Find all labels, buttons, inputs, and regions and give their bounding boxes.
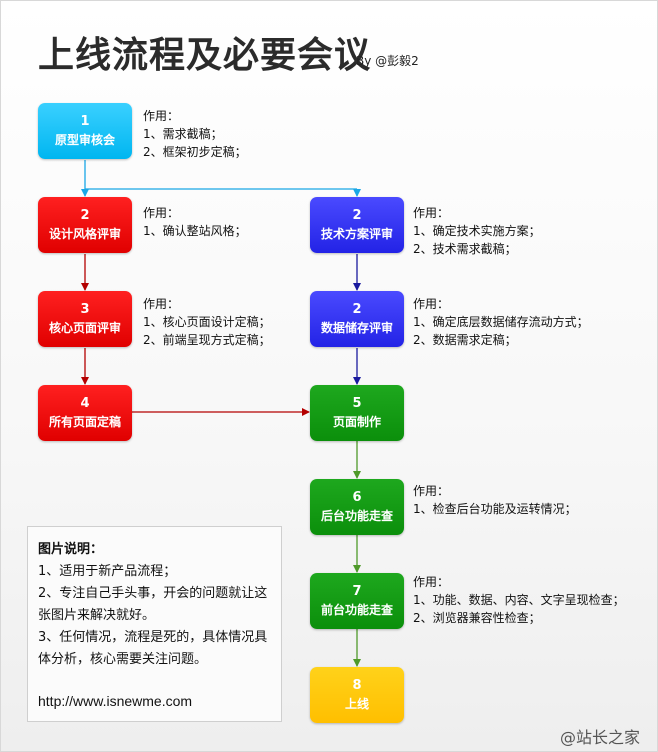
node-number: 7 bbox=[352, 584, 362, 599]
node-label: 设计风格评审 bbox=[48, 227, 121, 241]
note-line: 2、浏览器兼容性检查； bbox=[413, 611, 541, 625]
info-box: 图片说明： 1、适用于新产品流程； 2、专注自己手头事，开会的问题就让这张图片来… bbox=[27, 526, 282, 722]
node-number: 2 bbox=[352, 302, 362, 317]
note-heading: 作用： bbox=[413, 206, 450, 220]
note-line: 1、功能、数据、内容、文字呈现检查； bbox=[413, 593, 625, 607]
node-launch: 8 上线 bbox=[310, 667, 404, 723]
node-number: 4 bbox=[80, 396, 90, 411]
node-label: 原型审核会 bbox=[54, 133, 115, 147]
connector-1-split bbox=[84, 160, 357, 190]
node-label: 所有页面定稿 bbox=[48, 415, 121, 429]
node-label: 页面制作 bbox=[332, 415, 381, 429]
note-core-page-review: 作用： 1、核心页面设计定稿； 2、前端呈现方式定稿； bbox=[143, 295, 271, 349]
node-number: 6 bbox=[352, 490, 362, 505]
note-frontend-check: 作用： 1、功能、数据、内容、文字呈现检查； 2、浏览器兼容性检查； bbox=[413, 573, 625, 627]
note-tech-plan-review: 作用： 1、确定技术实施方案； 2、技术需求截稿； bbox=[413, 204, 541, 258]
diagram-title: 上线流程及必要会议 bbox=[38, 35, 372, 76]
note-heading: 作用： bbox=[143, 297, 180, 311]
node-page-production: 5 页面制作 bbox=[310, 385, 404, 441]
info-title: 图片说明： bbox=[38, 542, 104, 557]
note-line: 1、检查后台功能及运转情况； bbox=[413, 502, 577, 516]
note-heading: 作用： bbox=[413, 575, 450, 589]
node-number: 2 bbox=[80, 208, 90, 223]
node-data-storage-review: 2 数据储存评审 bbox=[310, 291, 404, 347]
node-prototype-review: 1 原型审核会 bbox=[38, 103, 132, 159]
info-line: 3、任何情况，流程是死的，具体情况具体分析，核心需要关注问题。 bbox=[38, 630, 268, 667]
node-number: 1 bbox=[80, 114, 90, 129]
info-line: 2、专注自己手头事，开会的问题就让这张图片来解决就好。 bbox=[38, 586, 268, 623]
note-line: 1、确认整站风格； bbox=[143, 224, 247, 238]
note-line: 2、数据需求定稿； bbox=[413, 333, 517, 347]
note-heading: 作用： bbox=[413, 484, 450, 498]
node-label: 核心页面评审 bbox=[48, 321, 121, 335]
node-frontend-check: 7 前台功能走查 bbox=[310, 573, 404, 629]
node-design-style-review: 2 设计风格评审 bbox=[38, 197, 132, 253]
node-number: 3 bbox=[80, 302, 90, 317]
node-all-pages-final: 4 所有页面定稿 bbox=[38, 385, 132, 441]
node-label: 前台功能走查 bbox=[320, 603, 393, 617]
note-line: 2、框架初步定稿； bbox=[143, 145, 247, 159]
node-label: 技术方案评审 bbox=[320, 227, 393, 241]
note-heading: 作用： bbox=[143, 206, 180, 220]
node-label: 后台功能走查 bbox=[320, 509, 393, 523]
node-label: 数据储存评审 bbox=[320, 321, 393, 335]
note-line: 2、技术需求截稿； bbox=[413, 242, 517, 256]
info-body: 图片说明： 1、适用于新产品流程； 2、专注自己手头事，开会的问题就让这张图片来… bbox=[38, 539, 274, 671]
info-url: http://www.isnewme.com bbox=[38, 693, 193, 709]
note-heading: 作用： bbox=[143, 109, 180, 123]
author-byline: By @彭毅2 bbox=[356, 54, 419, 68]
node-number: 5 bbox=[352, 396, 362, 411]
note-data-storage-review: 作用： 1、确定底层数据储存流动方式； 2、数据需求定稿； bbox=[413, 295, 589, 349]
note-heading: 作用： bbox=[413, 297, 450, 311]
note-line: 1、确定技术实施方案； bbox=[413, 224, 541, 238]
node-number: 8 bbox=[352, 678, 362, 693]
node-backend-check: 6 后台功能走查 bbox=[310, 479, 404, 535]
note-line: 1、需求截稿； bbox=[143, 127, 223, 141]
node-number: 2 bbox=[352, 208, 362, 223]
note-prototype-review: 作用： 1、需求截稿； 2、框架初步定稿； bbox=[143, 107, 247, 161]
info-line: 1、适用于新产品流程； bbox=[38, 564, 177, 579]
node-label: 上线 bbox=[344, 697, 369, 711]
note-line: 2、前端呈现方式定稿； bbox=[143, 333, 271, 347]
note-line: 1、核心页面设计定稿； bbox=[143, 315, 271, 329]
watermark: @站长之家 bbox=[560, 728, 641, 747]
note-design-style-review: 作用： 1、确认整站风格； bbox=[143, 204, 247, 240]
node-tech-plan-review: 2 技术方案评审 bbox=[310, 197, 404, 253]
note-line: 1、确定底层数据储存流动方式； bbox=[413, 315, 589, 329]
node-core-page-review: 3 核心页面评审 bbox=[38, 291, 132, 347]
note-backend-check: 作用： 1、检查后台功能及运转情况； bbox=[413, 482, 577, 518]
